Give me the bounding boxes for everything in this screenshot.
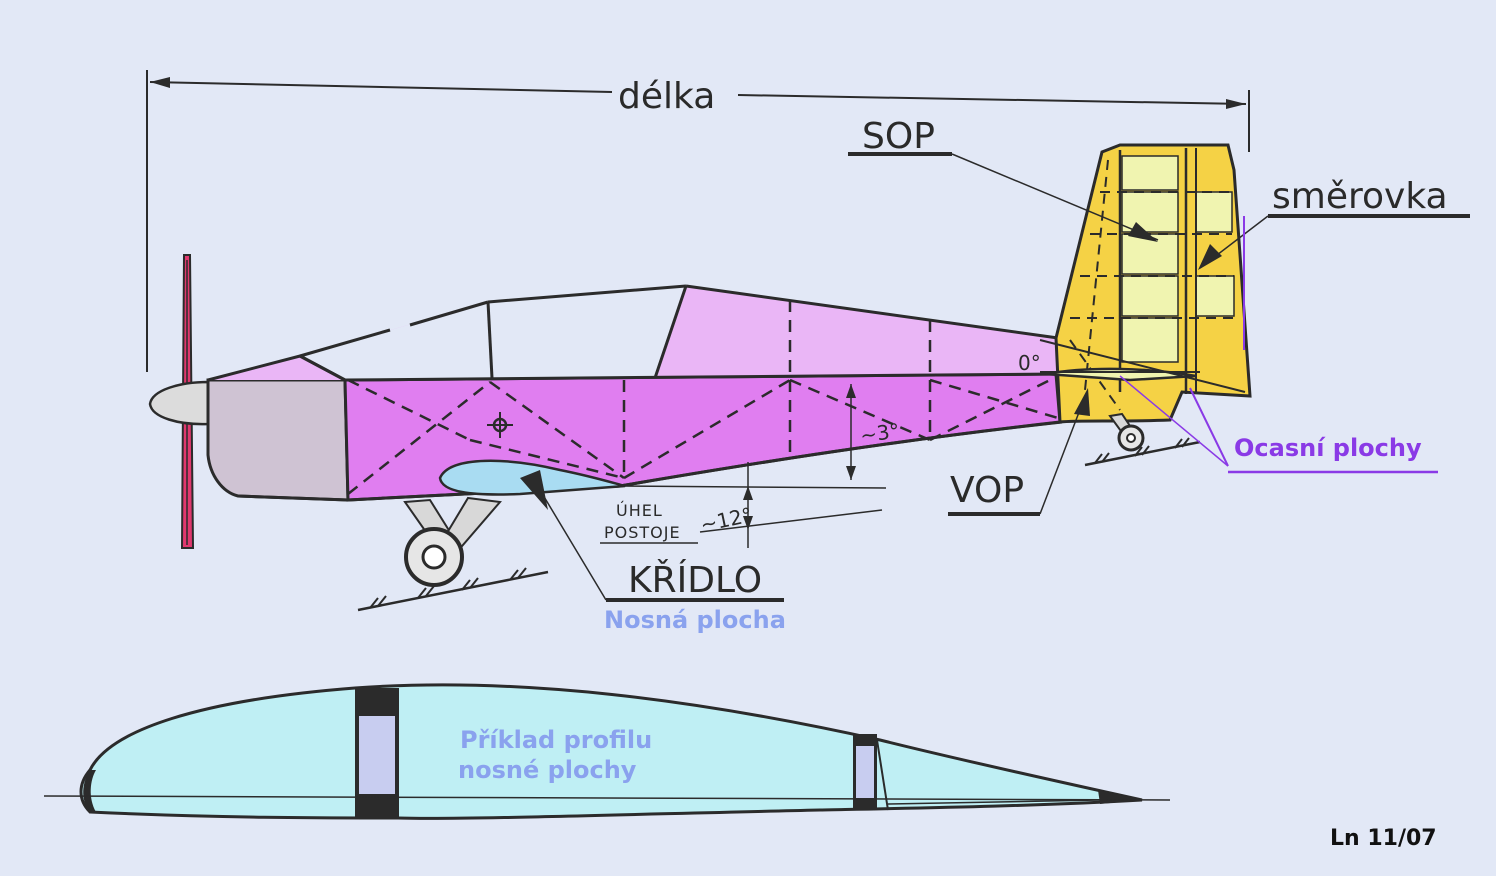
svg-text:Ocasní plochy: Ocasní plochy	[1234, 434, 1422, 462]
svg-text:směrovka: směrovka	[1272, 176, 1448, 217]
svg-text:KŘÍDLO: KŘÍDLO	[628, 559, 762, 601]
svg-text:~12°: ~12°	[698, 503, 754, 537]
profile-label-line1: Příklad profilu	[460, 726, 652, 754]
label-sop: SOP	[848, 116, 1159, 242]
fuselage	[206, 284, 1063, 502]
label-rudder: směrovka	[1198, 176, 1470, 270]
label-vop: VOP	[948, 388, 1090, 516]
label-wing: KŘÍDLO Nosná plocha	[539, 489, 786, 634]
tail-fin	[1039, 143, 1252, 424]
label-tail-surfaces: Ocasní plochy	[1119, 216, 1438, 474]
reference-label: Ln 11/07	[1330, 826, 1437, 851]
fuselage-angle: ~3°	[846, 384, 901, 480]
svg-text:SOP: SOP	[862, 116, 935, 157]
length-dimension: délka	[146, 70, 1250, 372]
propeller	[148, 254, 210, 549]
tail-wheel	[1084, 412, 1201, 467]
main-landing-gear	[357, 496, 549, 612]
zero-angle-label: 0°	[1018, 351, 1041, 375]
svg-text:VOP: VOP	[950, 470, 1024, 511]
svg-text:Nosná plocha: Nosná plocha	[604, 606, 786, 634]
svg-text:POSTOJE: POSTOJE	[604, 523, 681, 542]
length-label: délka	[618, 76, 715, 117]
svg-text:ÚHEL: ÚHEL	[616, 501, 663, 520]
profile-label-line2: nosné plochy	[458, 756, 637, 784]
svg-text:~3°: ~3°	[859, 418, 901, 447]
airfoil-profile: Příklad profilu nosné plochy	[43, 683, 1171, 820]
wing-side	[438, 459, 626, 510]
